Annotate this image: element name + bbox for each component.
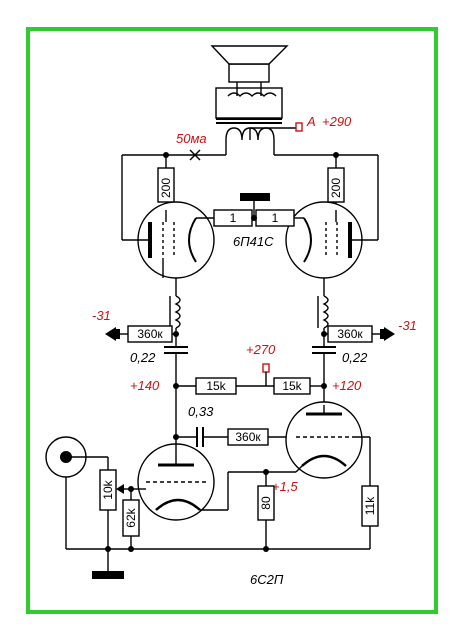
r-bias-right-label: 360к: [337, 327, 363, 341]
r1-right-label: 1: [272, 211, 279, 225]
ground-bottom-icon: [92, 571, 124, 579]
anode-point-label: A: [306, 114, 316, 129]
driver-tube-label: 6С2П: [250, 572, 284, 587]
r-bias-left-label: 360к: [137, 327, 163, 341]
ground-top-icon: [240, 193, 270, 201]
power-tube-label: 6П41С: [233, 234, 274, 249]
screen-voltage-label: +270: [246, 342, 276, 357]
output-transformer: [215, 87, 283, 155]
driver-triode-right: [285, 401, 363, 479]
r200-right-label: 200: [329, 178, 343, 198]
right-stage-voltage-label: +120: [332, 378, 362, 393]
c-inter-label: 0,33: [188, 404, 214, 419]
bias-terminal-right-icon: [384, 327, 395, 341]
bias-left-label: -31: [92, 308, 111, 323]
left-stage-voltage-label: +140: [130, 378, 160, 393]
current-label: 50ма: [176, 131, 207, 146]
r-feedback-label: 360к: [235, 430, 261, 444]
r-volume-label: 10k: [101, 479, 115, 499]
pot-wiper-icon: [116, 484, 124, 494]
r80-label: 80: [259, 496, 273, 510]
terminal-a: [295, 122, 303, 132]
current-mark-icon: [189, 149, 201, 161]
terminal-270: [262, 363, 270, 373]
r200-left-label: 200: [159, 178, 173, 198]
cathode-voltage-label: +1,5: [272, 479, 298, 494]
r62k-label: 62k: [124, 507, 138, 527]
speaker-icon: [210, 45, 289, 96]
choke-right: [317, 295, 329, 329]
r15k-right-label: 15k: [282, 379, 302, 393]
border-frame: [26, 27, 438, 614]
bias-terminal-left-icon: [105, 327, 116, 341]
bias-right-label: -31: [398, 318, 417, 333]
r15k-left-label: 15k: [206, 379, 226, 393]
c-couple-right-label: 0,22: [342, 350, 368, 365]
r11k-label: 11k: [363, 496, 377, 515]
choke-left: [169, 295, 181, 329]
anode-voltage-label: +290: [322, 114, 352, 129]
c-couple-left-label: 0,22: [130, 350, 156, 365]
r1-left-label: 1: [230, 211, 237, 225]
